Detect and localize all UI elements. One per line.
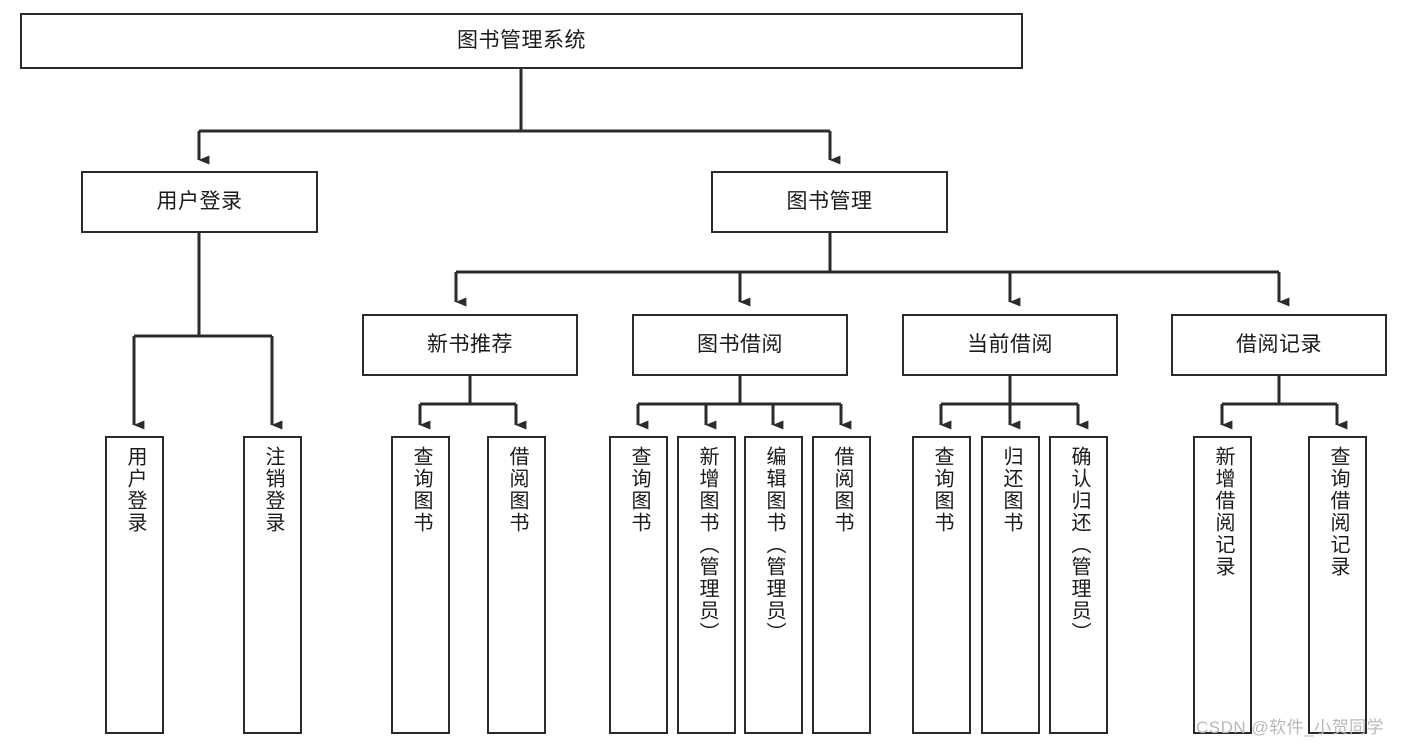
node-label: 编辑图书（管理员）	[763, 446, 785, 644]
leaf-borrow-book-recommend[interactable]: 借阅图书	[487, 436, 546, 734]
node-label: 新增借阅记录	[1212, 446, 1234, 578]
leaf-query-borrow-record[interactable]: 查询借阅记录	[1308, 436, 1367, 734]
node-label: 图书借阅	[697, 333, 783, 357]
node-label: 当前借阅	[967, 333, 1053, 357]
node-label: 查询图书	[931, 446, 953, 534]
node-label: 归还图书	[1000, 446, 1022, 534]
node-borrow-record[interactable]: 借阅记录	[1171, 314, 1387, 376]
leaf-confirm-return-admin[interactable]: 确认归还（管理员）	[1049, 436, 1108, 734]
node-current-borrow[interactable]: 当前借阅	[902, 314, 1118, 376]
node-label: 用户登录	[156, 190, 243, 214]
node-user-login[interactable]: 用户登录	[81, 171, 318, 233]
leaf-edit-book-admin[interactable]: 编辑图书（管理员）	[744, 436, 803, 734]
leaf-query-book-recommend[interactable]: 查询图书	[391, 436, 450, 734]
node-label: 查询借阅记录	[1327, 446, 1349, 578]
leaf-add-book-admin[interactable]: 新增图书（管理员）	[677, 436, 736, 734]
leaf-user-login[interactable]: 用户登录	[105, 436, 164, 734]
node-label: 新增图书（管理员）	[696, 446, 718, 644]
node-label: 借阅图书	[506, 446, 528, 534]
node-label: 借阅图书	[831, 446, 853, 534]
node-label: 图书管理	[786, 190, 873, 214]
leaf-return-book[interactable]: 归还图书	[981, 436, 1040, 734]
node-book-borrow[interactable]: 图书借阅	[632, 314, 848, 376]
node-label: 注销登录	[262, 446, 284, 534]
node-label: 用户登录	[124, 446, 146, 534]
node-label: 查询图书	[410, 446, 432, 534]
leaf-add-borrow-record[interactable]: 新增借阅记录	[1193, 436, 1252, 734]
node-label: 新书推荐	[427, 333, 513, 357]
csdn-watermark: CSDN @软件_小贺同学	[1196, 718, 1385, 737]
leaf-query-book-current[interactable]: 查询图书	[912, 436, 971, 734]
leaf-borrow-book[interactable]: 借阅图书	[812, 436, 871, 734]
node-new-book-recommend[interactable]: 新书推荐	[362, 314, 578, 376]
node-label: 查询图书	[628, 446, 650, 534]
node-label: 借阅记录	[1236, 333, 1322, 357]
node-root-book-management-system[interactable]: 图书管理系统	[20, 13, 1023, 69]
leaf-query-book-borrow[interactable]: 查询图书	[609, 436, 668, 734]
leaf-logout[interactable]: 注销登录	[243, 436, 302, 734]
node-label: 图书管理系统	[457, 29, 586, 53]
node-book-management[interactable]: 图书管理	[711, 171, 948, 233]
node-label: 确认归还（管理员）	[1068, 446, 1090, 644]
